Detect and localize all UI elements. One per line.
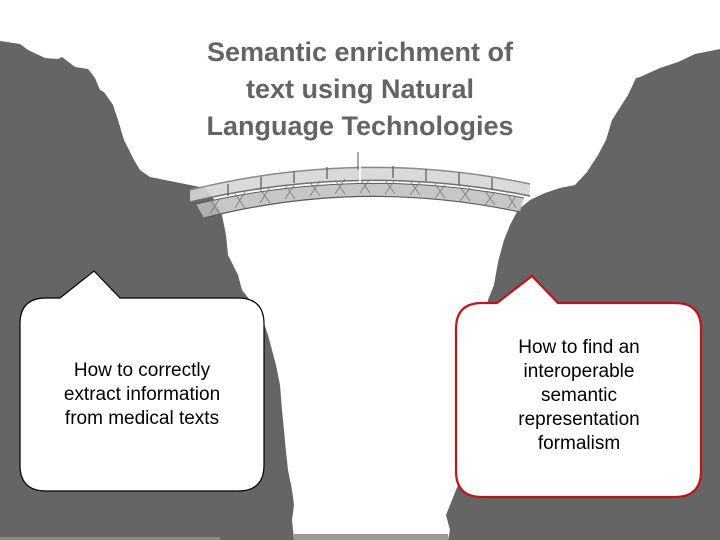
title-line-3: Language Technologies	[206, 111, 514, 141]
left-bubble-text: How to correctly extract information fro…	[22, 300, 262, 490]
left-speech-bubble-shape	[19, 270, 265, 492]
left-bubble-line: extract information	[63, 384, 221, 405]
right-bubble-line: interoperable	[523, 361, 635, 382]
right-bubble-text: How to find an interoperable semantic re…	[458, 306, 700, 486]
right-bubble-line: representation	[518, 409, 640, 430]
right-bubble-line: semantic	[540, 385, 618, 406]
floor-left	[0, 537, 220, 540]
title-line-1: Semantic enrichment of	[206, 37, 514, 67]
gorge-floor	[294, 534, 448, 540]
right-bubble-line: How to find an	[518, 337, 640, 358]
slide-title: Semantic enrichment of text using Natura…	[150, 34, 570, 145]
left-bubble-line: from medical texts	[64, 408, 220, 429]
title-line-2: text using Natural	[245, 74, 475, 104]
right-speech-bubble-shape	[454, 274, 703, 499]
arch-bridge-icon	[189, 152, 531, 219]
right-bubble-line: formalism	[537, 433, 621, 454]
left-bubble-line: How to correctly	[73, 360, 211, 381]
